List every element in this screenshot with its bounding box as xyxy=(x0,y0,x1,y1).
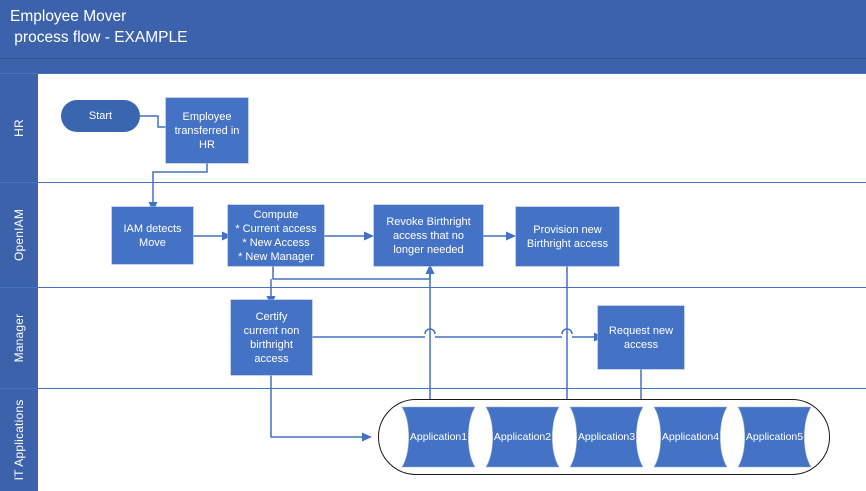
application-node-3[interactable]: Application3 xyxy=(570,407,643,467)
title-line-2: process flow - EXAMPLE xyxy=(10,29,188,46)
swimlane-header-manager: Manager xyxy=(0,288,38,388)
application-label-4: Application4 xyxy=(661,431,720,443)
application-label-2: Application2 xyxy=(493,431,552,443)
application-node-1[interactable]: Application1 xyxy=(402,407,475,467)
swimlane-header-it-applications: IT Applications xyxy=(0,389,38,491)
page-title: Employee Mover process flow - EXAMPLE xyxy=(10,6,187,48)
swimlane-label-hr: HR xyxy=(12,119,26,137)
application-label-5: Application5 xyxy=(745,431,804,443)
swimlane-header-openiam: OpenIAM xyxy=(0,183,38,287)
swimlane-header-hr: HR xyxy=(0,74,38,182)
swimlane-body-hr xyxy=(38,74,866,182)
node-iam-detects-move[interactable]: IAM detects Move xyxy=(112,207,193,264)
node-provision-new-birthright-access[interactable]: Provision new Birthright access xyxy=(516,207,619,266)
title-bar xyxy=(0,0,866,58)
swimlane-label-manager: Manager xyxy=(12,313,26,363)
node-request-new-access[interactable]: Request new access xyxy=(598,306,684,369)
node-revoke-birthright-access[interactable]: Revoke Birthright access that no longer … xyxy=(374,205,483,266)
swimlane-body-manager xyxy=(38,288,866,388)
node-compute[interactable]: Compute * Current access * New Access * … xyxy=(228,205,324,266)
application-node-2[interactable]: Application2 xyxy=(486,407,559,467)
title-bar-lower-band xyxy=(0,58,866,74)
swimlane-manager: Manager xyxy=(0,287,866,388)
swimlane-label-it-applications: IT Applications xyxy=(12,399,26,481)
application-node-5[interactable]: Application5 xyxy=(738,407,811,467)
title-line-1: Employee Mover xyxy=(10,8,127,25)
application-label-3: Application3 xyxy=(577,431,636,443)
application-node-4[interactable]: Application4 xyxy=(654,407,727,467)
swimlane-label-openiam: OpenIAM xyxy=(12,208,26,262)
application-label-1: Application1 xyxy=(409,431,468,443)
node-certify-current-non-birthright-access[interactable]: Certify current non birthright access xyxy=(231,300,312,375)
node-start[interactable]: Start xyxy=(61,100,140,132)
node-employee-transferred-in-hr[interactable]: Employee transferred in HR xyxy=(166,98,248,163)
